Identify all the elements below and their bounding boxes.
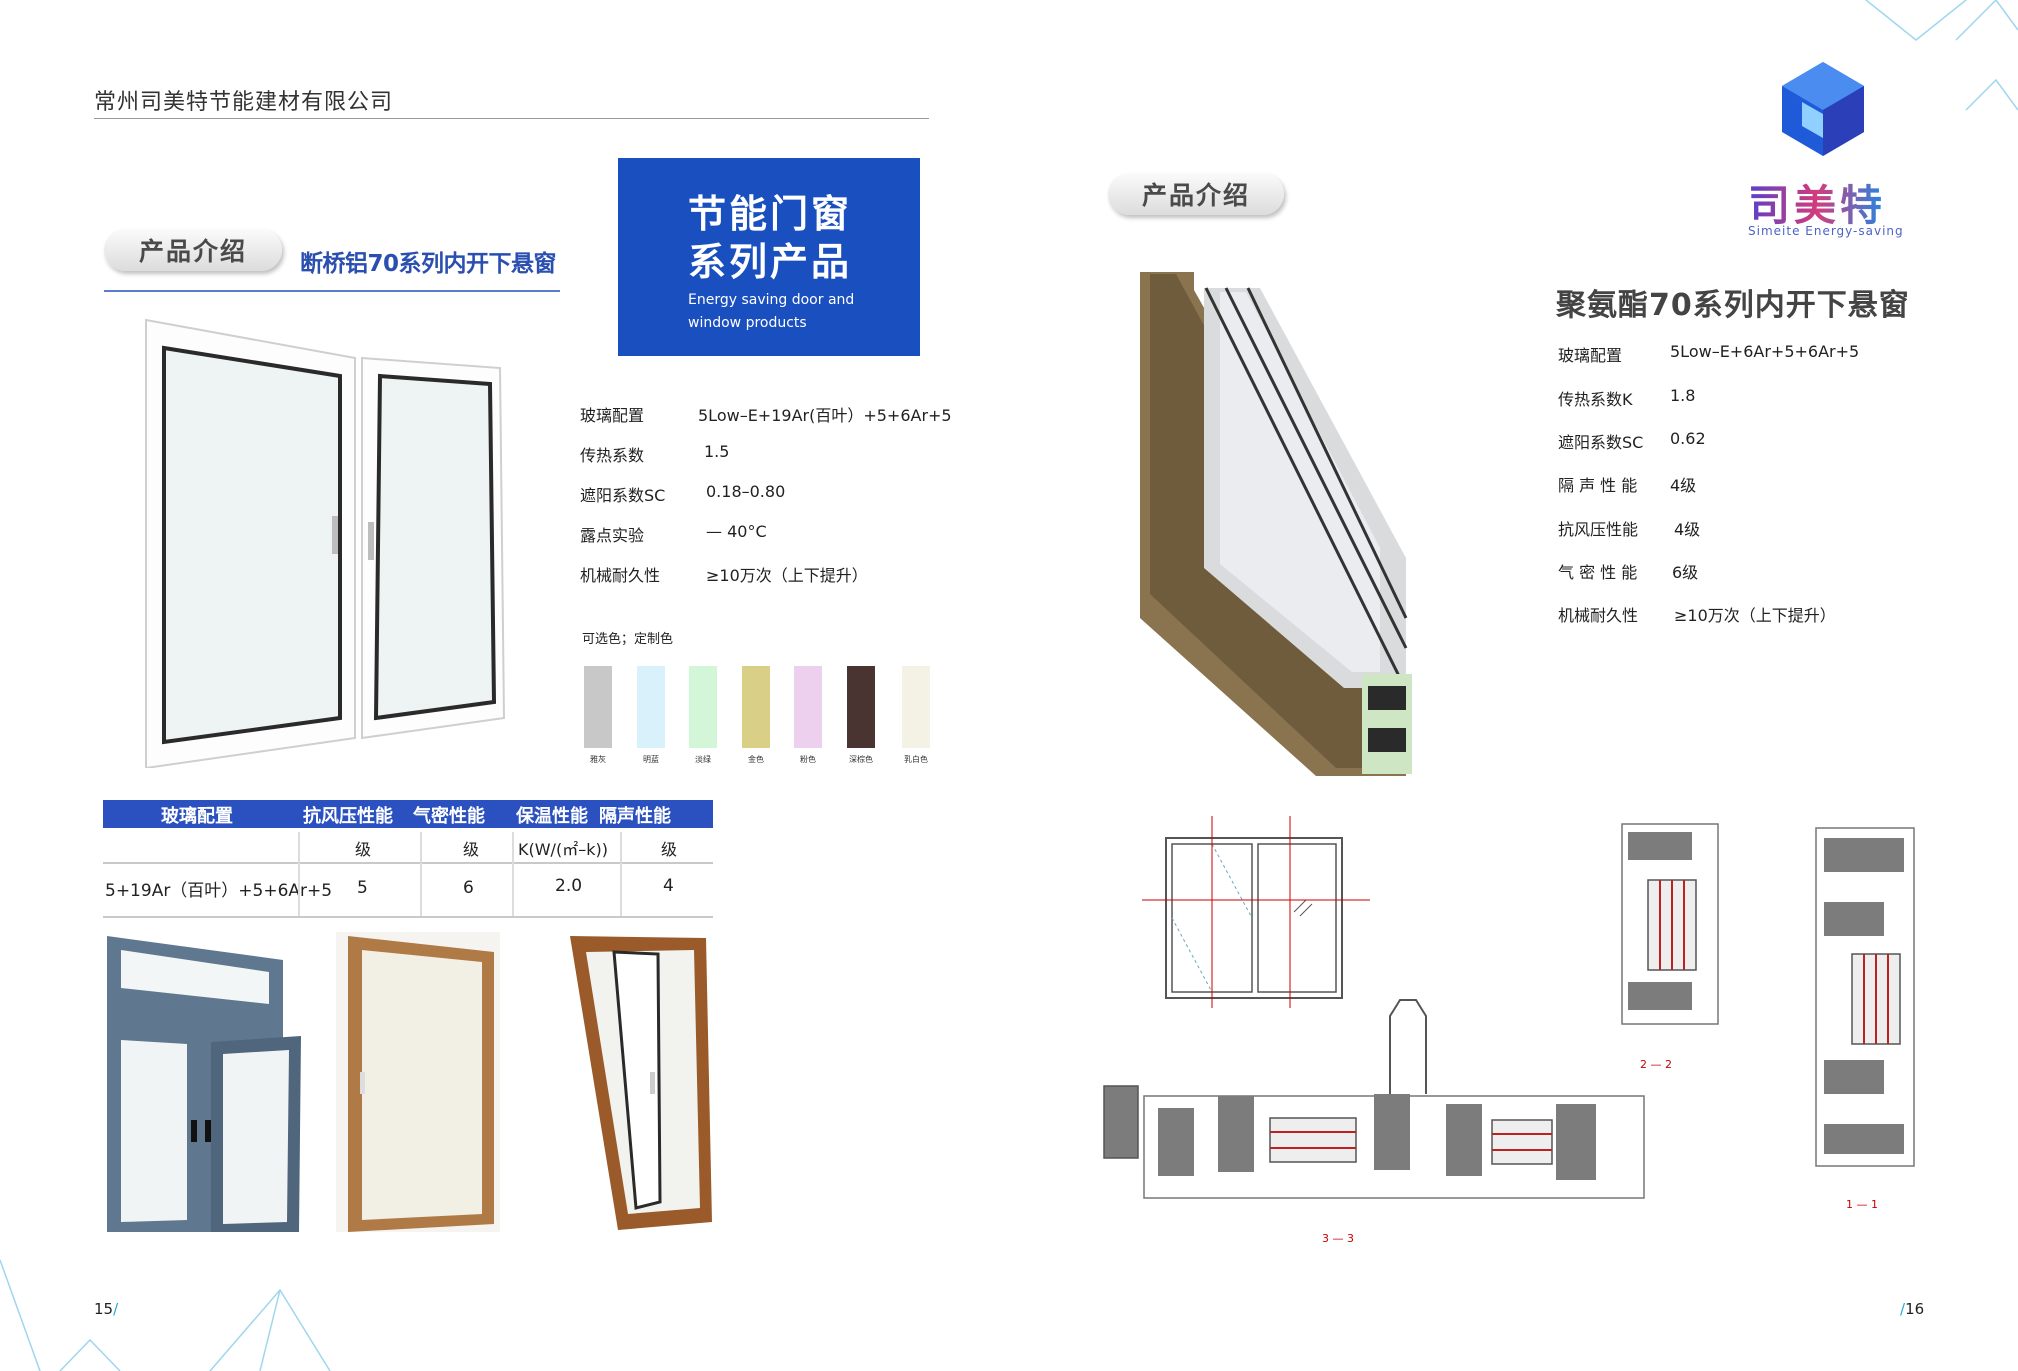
spec-value: ≥10万次（上下提升） — [706, 566, 868, 585]
promo-title-line1: 节能门窗 — [688, 192, 853, 236]
series-divider — [104, 290, 560, 292]
company-name: 常州司美特节能建材有限公司 — [94, 90, 394, 115]
window-photo-wood — [336, 932, 500, 1232]
page-number-right: /16 — [1900, 1300, 1924, 1318]
color-name: 明蓝 — [643, 755, 659, 764]
color-name: 粉色 — [800, 755, 816, 764]
table-col-divider — [420, 832, 422, 916]
page-number-slash: / — [113, 1300, 119, 1318]
page-number-slash: / — [1900, 1300, 1906, 1318]
table-unit-cell: 级 — [661, 840, 678, 859]
window-photo-tilt — [566, 932, 714, 1232]
spec-value: 4级 — [1674, 520, 1701, 539]
table-cell: 6 — [463, 878, 474, 898]
color-name: 深棕色 — [849, 755, 873, 764]
window-photo-main — [140, 318, 510, 770]
spec-key: 隔 声 性 能 — [1558, 476, 1638, 495]
table-divider — [103, 916, 713, 918]
spec-key: 传热系数K — [1558, 390, 1633, 409]
page-number-value: 15 — [94, 1300, 114, 1318]
spec-value: 4级 — [1670, 476, 1697, 495]
table-cell: 5 — [357, 878, 368, 898]
window-profile-corner — [1136, 268, 1420, 776]
spec-value: 5Low–E+19Ar(百叶）+5+6Ar+5 — [698, 406, 952, 425]
spec-value: ≥10万次（上下提升） — [1674, 606, 1836, 625]
section-label-2-2: 2 — 2 — [1640, 1058, 1672, 1071]
performance-table-units: 级 级 K(W/(㎡–k)) 级 — [103, 832, 713, 862]
spec-value: 0.18–0.80 — [706, 482, 786, 501]
color-name: 乳白色 — [904, 755, 928, 764]
color-name: 淡绿 — [695, 755, 711, 764]
section-drawing-1-1 — [1812, 824, 1918, 1170]
table-header-cell: 抗风压性能 — [303, 806, 393, 827]
color-swatch — [794, 666, 822, 748]
table-cell: 5+19Ar（百叶）+5+6Ar+5 — [105, 881, 333, 901]
spec-key: 玻璃配置 — [1558, 346, 1623, 365]
decor-corner-lines — [0, 1259, 331, 1371]
table-header-cell: 气密性能 — [413, 806, 485, 827]
spec-key: 机械耐久性 — [580, 566, 661, 585]
table-unit-cell: 级 — [355, 840, 372, 859]
spec-value: 1.5 — [704, 442, 730, 461]
page-number-left: 15/ — [94, 1300, 118, 1318]
spec-key: 遮阳系数SC — [580, 486, 666, 505]
promo-en-line1: Energy saving door and — [688, 292, 855, 308]
company-logo-mark — [1782, 62, 1864, 168]
spec-value: 5Low–E+6Ar+5+6Ar+5 — [1670, 342, 1860, 361]
product-intro-pill: 产品介绍 — [104, 229, 282, 271]
spec-key: 露点实验 — [580, 526, 645, 545]
promo-box: 节能门窗 系列产品 Energy saving door and window … — [618, 158, 920, 356]
color-swatch — [584, 666, 612, 748]
elevation-drawing — [1130, 808, 1390, 1028]
table-unit-cell: 级 — [463, 840, 480, 859]
table-row: 5+19Ar（百叶）+5+6Ar+5 5 6 2.0 4 — [103, 872, 713, 916]
table-col-divider — [298, 832, 300, 916]
color-name: 金色 — [748, 755, 764, 764]
spec-key: 传热系数 — [580, 446, 645, 465]
table-unit-cell: K(W/(㎡–k)) — [518, 840, 608, 859]
series-title: 断桥铝70系列内开下悬窗 — [300, 251, 557, 277]
logo-english: Simeite Energy-saving — [1748, 224, 1904, 238]
performance-table-header: 玻璃配置 抗风压性能 气密性能 保温性能 隔声性能 — [103, 800, 713, 828]
spec-key: 抗风压性能 — [1558, 520, 1639, 539]
section-label-1-1: 1 — 1 — [1846, 1198, 1878, 1211]
spec-key: 遮阳系数SC — [1558, 433, 1644, 452]
spec-value: 6级 — [1672, 563, 1699, 582]
header-divider — [94, 118, 929, 119]
table-header-cell: 隔声性能 — [599, 806, 671, 827]
product-title: 聚氨酯70系列内开下悬窗 — [1556, 288, 1910, 323]
promo-en-line2: window products — [688, 315, 807, 331]
table-header-cell: 保温性能 — [516, 806, 588, 827]
table-col-divider — [620, 832, 622, 916]
section-drawing-2-2 — [1618, 820, 1722, 1028]
color-swatch — [847, 666, 875, 748]
color-name: 雅灰 — [590, 755, 606, 764]
table-divider — [103, 862, 713, 864]
spec-value: 0.62 — [1670, 429, 1706, 448]
decor-corner-lines-top — [1865, 0, 2018, 111]
color-swatch — [902, 666, 930, 748]
window-photo-grey — [103, 932, 303, 1232]
logo-chinese: 司美特 — [1748, 172, 1886, 233]
section-drawing-3-3 — [1100, 996, 1646, 1202]
table-header-cell: 玻璃配置 — [161, 806, 233, 827]
page-number-value: 16 — [1905, 1300, 1925, 1318]
spec-key: 玻璃配置 — [580, 406, 645, 425]
colors-label: 可选色；定制色 — [582, 632, 674, 647]
product-intro-pill: 产品介绍 — [1108, 173, 1284, 215]
table-cell: 2.0 — [555, 876, 583, 896]
section-label-3-3: 3 — 3 — [1322, 1232, 1354, 1245]
table-col-divider — [512, 832, 514, 916]
color-swatch — [637, 666, 665, 748]
spec-key: 气 密 性 能 — [1558, 563, 1638, 582]
spec-key: 机械耐久性 — [1558, 606, 1639, 625]
table-cell: 4 — [663, 876, 674, 896]
spec-value: 1.8 — [1670, 386, 1696, 405]
spec-value: — 40°C — [706, 522, 767, 541]
color-swatch — [689, 666, 717, 748]
color-swatch — [742, 666, 770, 748]
promo-title-line2: 系列产品 — [688, 240, 853, 284]
